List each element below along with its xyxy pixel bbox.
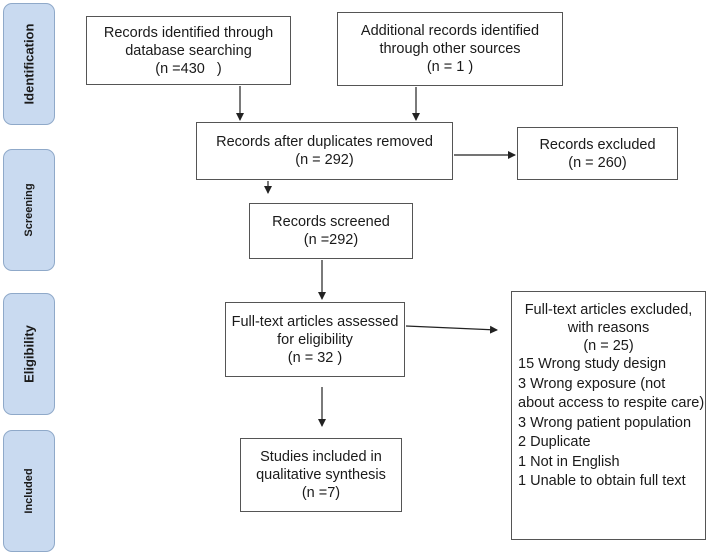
box-fulltext-excluded: Full-text articles excluded, with reason…: [511, 291, 706, 540]
stage-included: Included: [3, 430, 55, 552]
exclusion-reason: 1 Not in English: [518, 453, 620, 470]
exclusion-reasons-list: 15 Wrong study design 3 Wrong exposure (…: [512, 355, 705, 492]
box-records-screened-count: (n =292): [303, 232, 359, 248]
box-after-duplicates-count: (n = 292): [295, 152, 354, 168]
box-after-duplicates-line1: Records after duplicates removed: [216, 134, 433, 150]
box-fulltext-assessed-line2: for eligibility: [277, 331, 353, 348]
arrow-fulltext-to-ftexcluded: [405, 325, 498, 334]
box-fulltext-excluded-line2: with reasons: [567, 320, 650, 336]
box-fulltext-excluded-line1: Full-text articles excluded,: [524, 302, 693, 318]
box-fulltext-assessed: Full-text articles assessed for eligibil…: [225, 302, 405, 377]
box-database-search: Records identified through database sear…: [86, 16, 291, 85]
box-records-excluded-count: (n = 260): [568, 154, 627, 171]
box-database-search-line1: Records identified through: [103, 24, 274, 41]
stage-eligibility: Eligibility: [3, 293, 55, 415]
box-after-duplicates: Records after duplicates removed (n = 29…: [196, 122, 453, 180]
box-other-sources-count: (n = 1 ): [426, 59, 474, 75]
box-records-screened-line1: Records screened: [272, 214, 390, 230]
box-records-excluded-line1: Records excluded: [539, 136, 656, 153]
box-other-sources-line2: through other sources: [379, 41, 521, 57]
box-database-search-count: (n =430 ): [155, 60, 222, 77]
stage-screening: Screening: [3, 149, 55, 271]
exclusion-reason: 2 Duplicate: [518, 434, 591, 450]
box-studies-included-line1: Studies included in: [260, 449, 382, 465]
box-records-screened: Records screened (n =292): [249, 203, 413, 259]
box-other-sources: Additional records identified through ot…: [337, 12, 563, 86]
box-studies-included-count: (n =7): [301, 485, 341, 501]
box-other-sources-line1: Additional records identified: [360, 23, 540, 39]
box-database-search-line2: database searching: [125, 42, 252, 59]
box-studies-included-line2: qualitative synthesis: [256, 467, 386, 483]
box-studies-included: Studies included in qualitative synthesi…: [240, 438, 402, 512]
box-fulltext-assessed-count: (n = 32 ): [287, 349, 343, 366]
box-fulltext-excluded-count: (n = 25): [583, 338, 634, 354]
box-fulltext-assessed-line1: Full-text articles assessed: [231, 313, 399, 330]
stage-identification: Identification: [3, 3, 55, 125]
box-records-excluded: Records excluded (n = 260): [517, 127, 678, 180]
exclusion-reason: 1 Unable to obtain full text: [518, 473, 686, 489]
exclusion-reason: 15 Wrong study design: [518, 356, 667, 372]
exclusion-reason: 3 Wrong patient population: [518, 414, 692, 431]
exclusion-reason: 3 Wrong exposure (not about access to re…: [518, 375, 705, 412]
